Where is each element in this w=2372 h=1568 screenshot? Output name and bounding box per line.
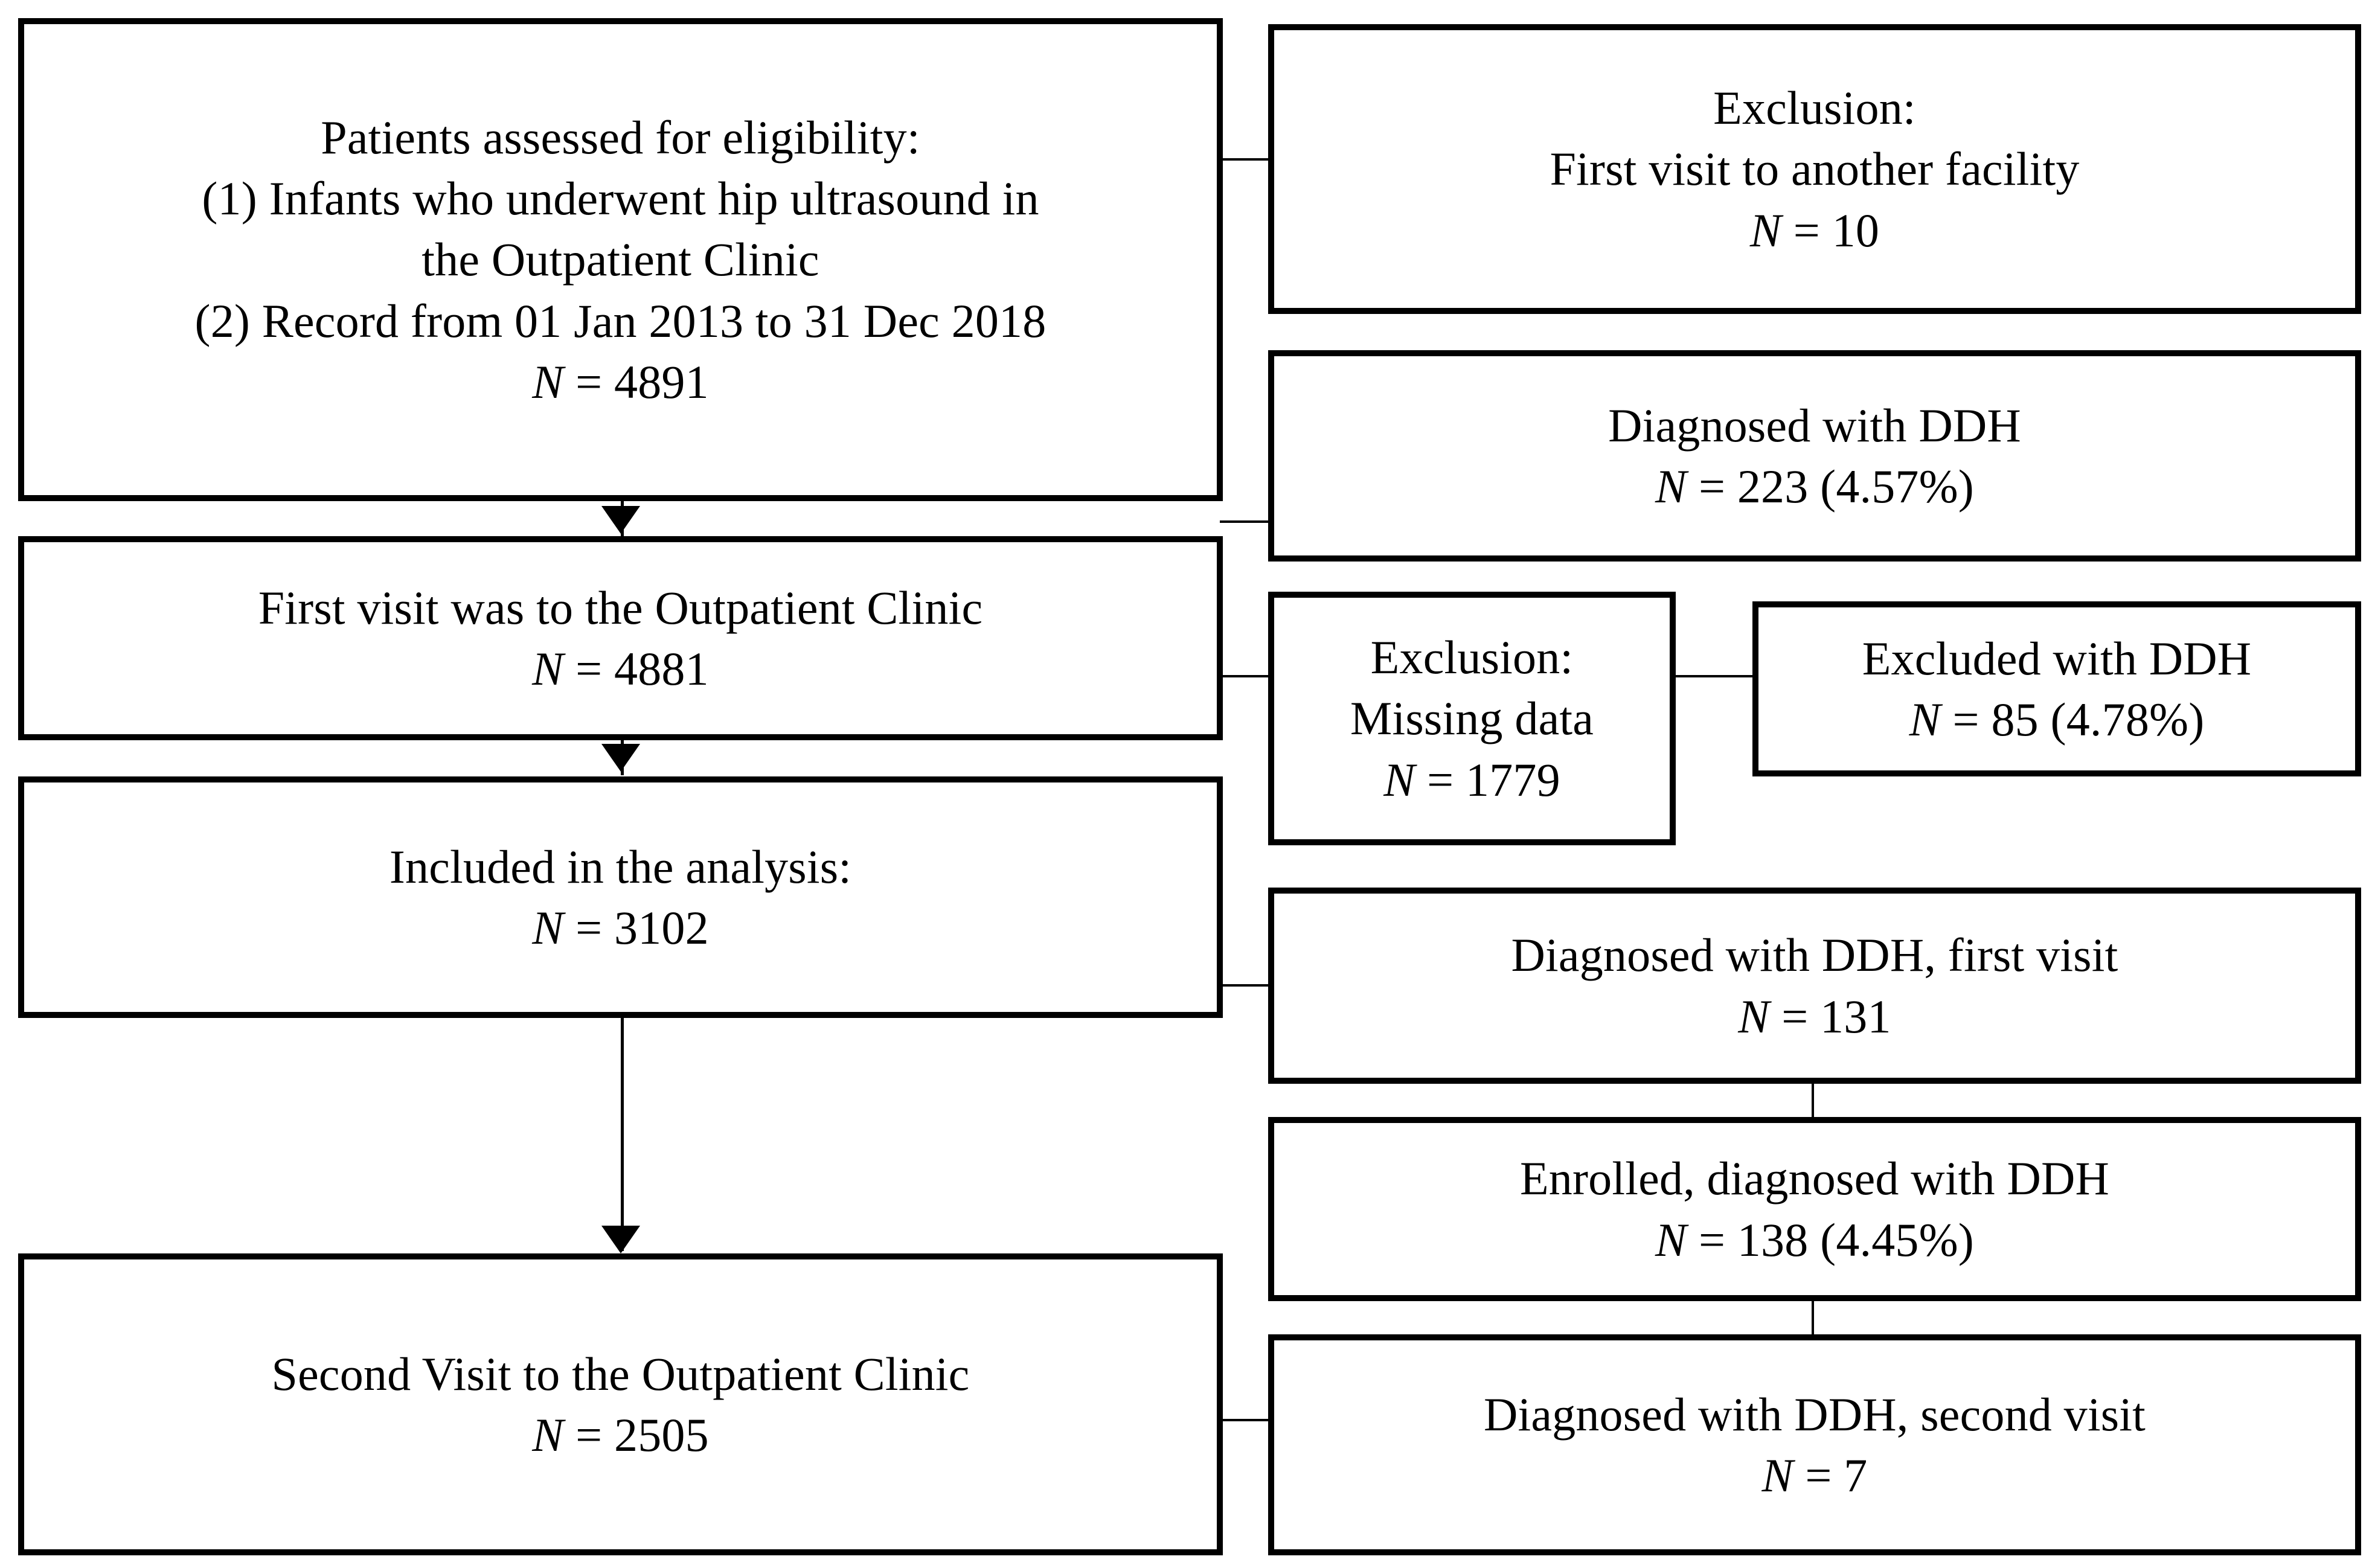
node-first-visit-was-to-the-outpatient-clinic[interactable]: First visit was to the Outpatient Clinic… — [18, 536, 1223, 740]
diagnosed-firstvisit-n-label: N — [1738, 990, 1770, 1043]
excluded-ddh-n-label: N — [1909, 693, 1941, 746]
eligibility-line4: (2) Record from 01 Jan 2013 to 31 Dec 20… — [194, 294, 1047, 347]
diagnosed-secondvisit-line1: Diagnosed with DDH, second visit — [1483, 1387, 2146, 1441]
node-included-in-the-analysis[interactable]: Included in the analysis: N = 3102 — [18, 776, 1223, 1018]
diagnosed-secondvisit-n-value: = 7 — [1793, 1449, 1868, 1502]
arrowhead-eligibility-to-firstvisit — [601, 506, 640, 534]
connector-missing-data-to-excluded-ddh — [1674, 675, 1755, 677]
node-enrolled-text: Enrolled, diagnosed with DDH N = 138 (4.4… — [1504, 1148, 2125, 1270]
node-enrolled-diagnosed-with-ddh[interactable]: Enrolled, diagnosed with DDH N = 138 (4.4… — [1268, 1117, 2361, 1301]
enrolled-line1: Enrolled, diagnosed with DDH — [1519, 1152, 2110, 1205]
connector-secondvisit-to-diagnosed-secondvisit — [1220, 1419, 1271, 1421]
node-patients-assessed-for-eligibility[interactable]: Patients assessed for eligibility: (1) In… — [18, 18, 1223, 501]
included-n-label: N — [532, 901, 564, 954]
included-line1: Included in the analysis: — [389, 840, 852, 893]
connector-diagnosed-firstvisit-to-enrolled — [1812, 1082, 1814, 1118]
included-n-value: = 3102 — [563, 901, 709, 954]
diagnosed-total-line1: Diagnosed with DDH — [1608, 398, 2021, 452]
exclusion-facility-n-label: N — [1749, 203, 1782, 257]
diagnosed-secondvisit-n-label: N — [1761, 1449, 1793, 1502]
eligibility-line1: Patients assessed for eligibility: — [321, 110, 920, 164]
connector-eligibility-to-diagnosed-total — [1220, 520, 1271, 523]
diagnosed-total-n-label: N — [1655, 460, 1687, 513]
connector-firstvisit-to-missing-data — [1220, 675, 1271, 677]
node-included-text: Included in the analysis: N = 3102 — [374, 836, 867, 959]
eligibility-n-label: N — [532, 356, 564, 409]
missing-data-line1: Exclusion: — [1370, 630, 1574, 683]
diagnosed-firstvisit-n-value: = 131 — [1769, 990, 1891, 1043]
exclusion-facility-line2: First visit to another facility — [1550, 142, 2080, 196]
connector-eligibility-to-exclusion-facility — [1220, 158, 1271, 161]
diagnosed-total-n-value: = 223 (4.57%) — [1687, 460, 1974, 513]
node-excluded-ddh-text: Excluded with DDH N = 85 (4.78%) — [1847, 628, 2268, 750]
first-visit-n-label: N — [532, 642, 564, 695]
node-eligibility-text: Patients assessed for eligibility: (1) In… — [179, 107, 1062, 413]
missing-data-line2: Missing data — [1350, 692, 1594, 745]
diagnosed-firstvisit-line1: Diagnosed with DDH, first visit — [1511, 929, 2118, 982]
enrolled-n-value: = 138 (4.45%) — [1687, 1213, 1974, 1266]
eligibility-line3: the Outpatient Clinic — [422, 233, 819, 286]
first-visit-n-value: = 4881 — [563, 642, 709, 695]
node-exclusion-facility-text: Exclusion: First visit to another facilit… — [1534, 77, 2095, 261]
exclusion-facility-n-value: = 10 — [1781, 203, 1880, 257]
eligibility-line2: (1) Infants who underwent hip ultrasound… — [202, 171, 1039, 225]
node-diagnosed-total-text: Diagnosed with DDH N = 223 (4.57%) — [1592, 395, 2037, 517]
missing-data-n-label: N — [1383, 753, 1415, 806]
node-diagnosed-with-ddh-total[interactable]: Diagnosed with DDH N = 223 (4.57%) — [1268, 350, 2361, 562]
enrolled-n-label: N — [1655, 1213, 1687, 1266]
arrowhead-included-to-secondvisit — [601, 1226, 640, 1253]
exclusion-facility-line1: Exclusion: — [1713, 81, 1916, 134]
second-visit-line1: Second Visit to the Outpatient Clinic — [271, 1347, 970, 1400]
connector-enrolled-to-diagnosed-secondvisit — [1812, 1299, 1814, 1336]
node-excluded-with-ddh[interactable]: Excluded with DDH N = 85 (4.78%) — [1752, 601, 2361, 776]
connector-included-to-diagnosed-firstvisit — [1220, 984, 1271, 987]
connector-included-to-secondvisit — [621, 1016, 624, 1251]
node-first-visit-text: First visit was to the Outpatient Clinic… — [243, 577, 999, 700]
missing-data-n-value: = 1779 — [1415, 753, 1560, 806]
first-visit-line1: First visit was to the Outpatient Clinic — [258, 581, 983, 634]
node-exclusion-first-visit-to-another-facility[interactable]: Exclusion: First visit to another facilit… — [1268, 24, 2361, 314]
excluded-ddh-line1: Excluded with DDH — [1862, 632, 2252, 685]
second-visit-n-value: = 2505 — [563, 1409, 709, 1461]
eligibility-n-value: = 4891 — [563, 356, 709, 409]
excluded-ddh-n-value: = 85 (4.78%) — [1940, 693, 2205, 746]
arrowhead-firstvisit-to-included — [601, 744, 640, 772]
second-visit-n-label: N — [532, 1409, 564, 1461]
